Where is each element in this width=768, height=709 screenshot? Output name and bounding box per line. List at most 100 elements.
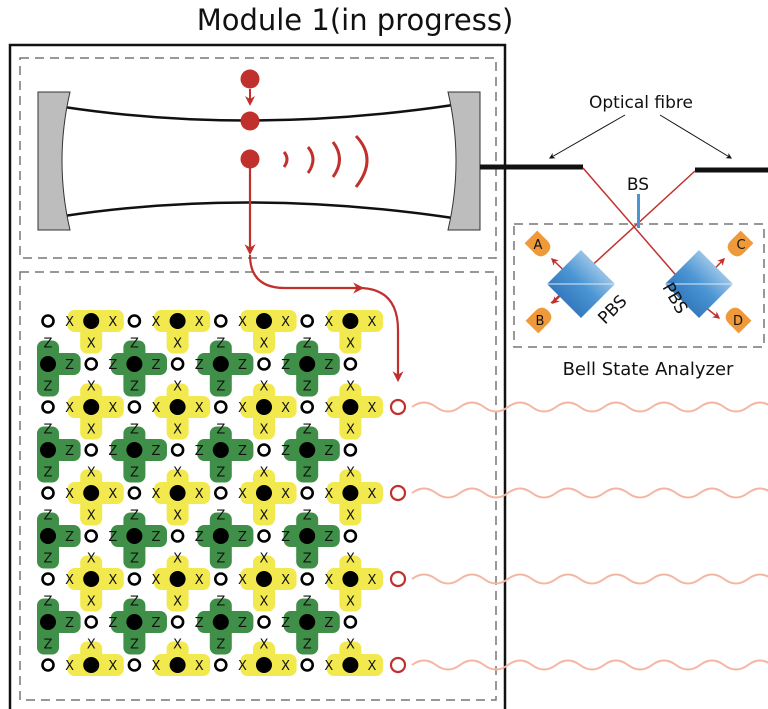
stabilizer-label: Z [152,358,161,373]
stabilizer-label: X [324,659,333,674]
qubit-open [41,400,55,414]
qubit-filled [342,657,359,673]
x-stabilizer-arm [166,319,189,354]
photon-transfer-path-2 [248,254,365,294]
stabilizer-label: Z [108,616,117,631]
stabilizer-label: X [65,487,74,502]
qubit-filled [256,485,272,501]
stabilizer-label: X [87,337,96,352]
qubit-open [343,529,358,543]
optical-fibre-label: Optical fibre [589,93,693,113]
stabilizer-label: Z [152,616,161,631]
stabilizer-label: Z [303,638,312,653]
qubit-filled [299,528,316,544]
stabilizer-label: Z [44,509,53,524]
stabilizer-label: X [87,380,96,395]
qubit-open [343,615,358,629]
detector-b [525,307,552,334]
qubit-open [127,658,142,672]
qubit-filled [126,528,143,544]
qubit-filled [169,485,186,501]
stabilizer-label: X [281,315,290,330]
stabilizer-label: X [324,487,333,502]
qubit-open [170,529,185,543]
qubit-open [343,357,358,371]
stabilizer-label: X [195,401,204,416]
stabilizer-label: Z [108,358,117,373]
pbs-right [665,250,733,318]
stabilizer-label: X [87,638,96,653]
stabilizer-label: Z [281,530,290,545]
qubit-filled [40,528,56,544]
qubit-open [300,486,315,500]
stabilizer-label: X [87,552,96,567]
qubit-open [214,572,228,586]
photon-emission-waves [282,134,369,188]
stabilizer-label: X [346,595,355,610]
photon-wave [411,487,768,499]
detector-d-label: D [733,314,743,329]
stabilizer-label: Z [44,466,53,481]
stabilizer-label: X [173,509,182,524]
fibre-pointer-right [659,114,733,159]
stabilizer-label: Z [108,530,117,545]
qubit-open [257,443,271,457]
stabilizer-label: Z [195,530,204,545]
stabilizer-label: Z [303,509,312,524]
stabilizer-label: X [173,337,182,352]
stabilizer-label: X [281,659,290,674]
emitted-photon [389,656,407,674]
cluster-state-lattice: XXXXXXXXXXXXZZZZZZZZZZZZZZZXXXXXXXXXXXXX… [37,310,383,676]
stabilizer-label: X [65,659,74,674]
stabilizer-label: Z [130,552,139,567]
qubit-filled [342,399,359,415]
qubit-open [127,572,142,586]
stabilizer-label: X [152,659,161,674]
stabilizer-label: X [87,595,96,610]
stabilizer-label: X [152,487,161,502]
qubit-filled [256,399,272,415]
module-title: Module 1(in progress) [197,3,514,37]
stabilizer-label: X [65,573,74,588]
qubit-filled [212,528,229,544]
bsa-label: Bell State Analyzer [563,359,734,380]
bs-label: BS [627,175,649,195]
qubit-filled [299,442,316,458]
x-stabilizer-arm [339,319,362,354]
stabilizer-label: X [238,659,247,674]
qubit-filled [169,571,186,587]
qubit-open [41,486,55,500]
atom-incoming [240,69,260,89]
stabilizer-label: X [173,466,182,481]
stabilizer-label: Z [195,616,204,631]
qubit-filled [212,442,229,458]
stabilizer-label: Z [130,423,139,438]
stabilizer-label: Z [238,358,247,373]
stabilizer-label: Z [130,466,139,481]
qubit-filled [40,442,56,458]
qubit-open [300,314,315,328]
qubit-filled [83,571,100,587]
stabilizer-label: X [173,380,182,395]
stabilizer-label: X [152,573,161,588]
stabilizer-label: Z [152,530,161,545]
stabilizer-label: Z [65,616,74,631]
qubit-open [84,357,98,371]
stabilizer-label: X [260,552,269,567]
qubit-open [300,658,315,672]
qubit-open [214,658,228,672]
pbs-left [547,250,615,318]
stabilizer-label: X [346,552,355,567]
stabilizer-label: Z [44,552,53,567]
stabilizer-label: X [108,401,117,416]
detector-a-label: A [534,238,543,253]
stabilizer-label: X [195,573,204,588]
stabilizer-label: X [260,595,269,610]
stabilizer-label: Z [216,466,225,481]
stabilizer-label: Z [303,552,312,567]
qubit-open [300,572,315,586]
stabilizer-label: Z [238,616,247,631]
stabilizer-label: Z [324,616,333,631]
stabilizer-label: X [65,401,74,416]
